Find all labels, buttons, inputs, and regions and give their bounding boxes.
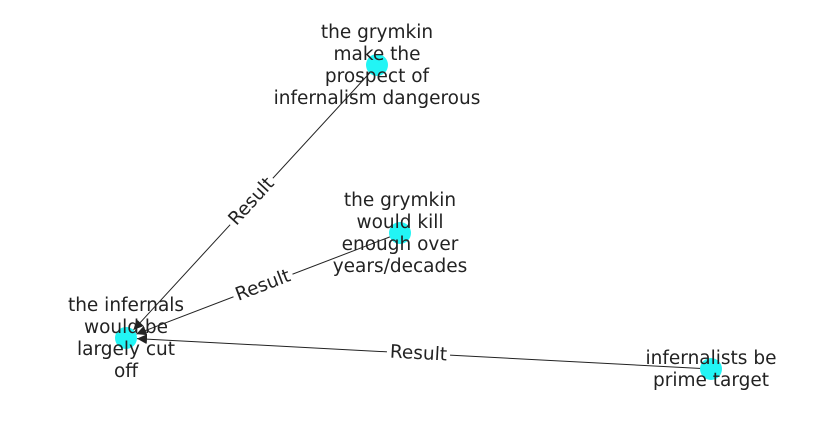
node-label-line: the grymkin [344, 190, 456, 211]
nodes-layer [115, 54, 722, 380]
node-label-line: largely cut [77, 339, 175, 360]
node-label-line: infernalism dangerous [274, 88, 481, 109]
node-infernalists-target [700, 358, 722, 380]
node-label-line: years/decades [333, 256, 468, 277]
edge-label-group: Result [386, 340, 451, 367]
node-label-line: enough over [342, 234, 459, 255]
node-label-line: make the [333, 44, 420, 65]
node-label-line: prime target [653, 370, 769, 391]
node-grymkin-dangerous [366, 54, 388, 76]
edge-label-background [229, 263, 297, 308]
node-label-line: the grymkin [321, 22, 433, 43]
edge-label: Result [233, 265, 294, 305]
edge-label: Result [389, 342, 447, 366]
node-label-line: would kill [356, 212, 443, 233]
edge-label-group: Result [229, 263, 297, 308]
node-label-line: would be [84, 317, 168, 338]
node-label-line: off [114, 361, 139, 382]
node-label-line: infernalists be [646, 348, 777, 369]
node-label-line: prospect of [325, 66, 430, 87]
node-label-line: the infernals [68, 295, 184, 316]
edge-label: Result [224, 173, 278, 229]
edge-label-group: Result [221, 170, 282, 233]
edge-label-background [386, 340, 451, 367]
edge-label-background [221, 170, 282, 233]
node-infernals-cut-off [115, 327, 137, 349]
node-grymkin-kill [389, 222, 411, 244]
